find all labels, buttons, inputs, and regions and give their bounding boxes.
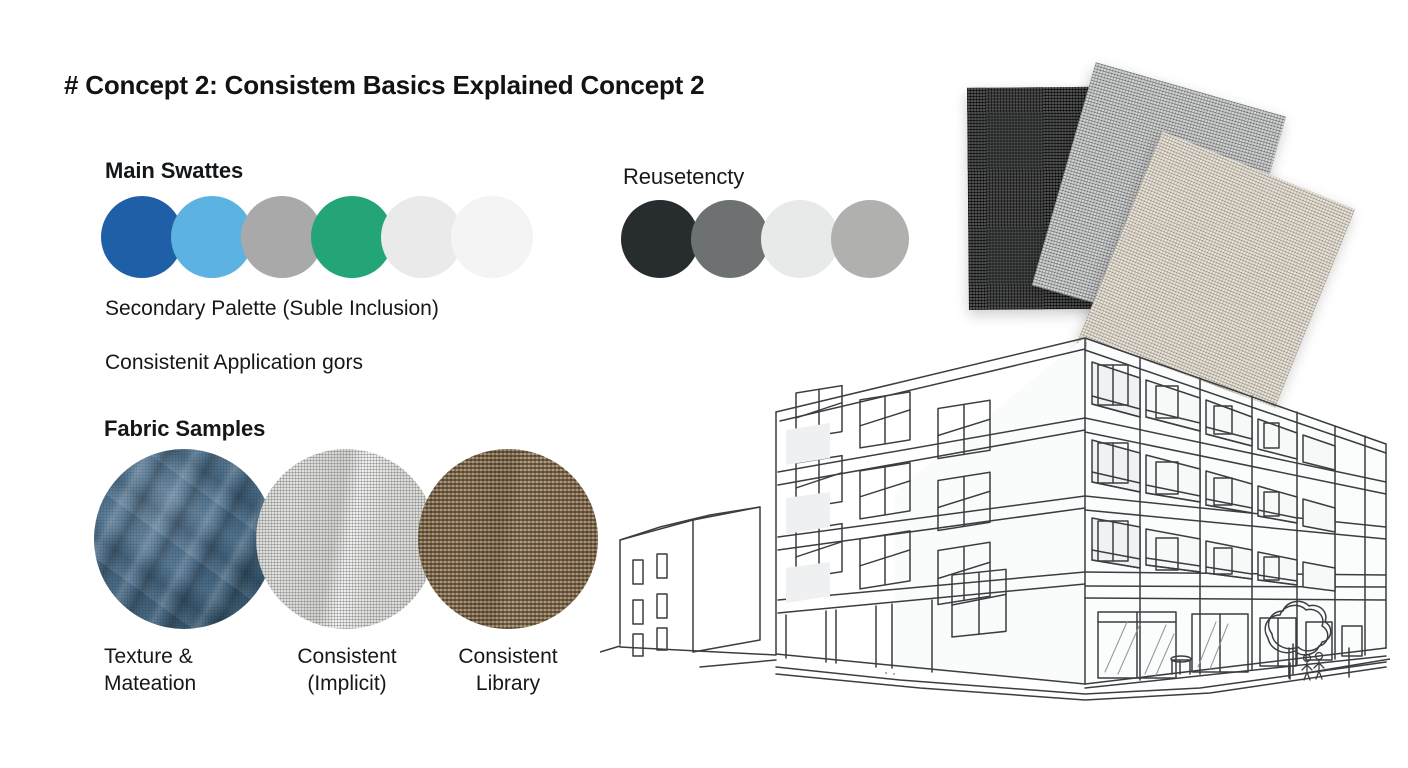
fabric-sample-burlap-woven[interactable] xyxy=(418,449,598,629)
fabric-caption-texture-mateation: Texture & Mateation xyxy=(104,643,264,697)
swatch-charcoal[interactable] xyxy=(621,200,699,278)
fabric-caption-consistent-implicit: Consistent (Implicit) xyxy=(273,643,421,697)
fabric-sample-row xyxy=(94,449,598,629)
swatch-sky-blue[interactable] xyxy=(171,196,253,278)
swatch-warm-grey[interactable] xyxy=(831,200,909,278)
fabric-caption-line1: Consistent xyxy=(297,645,397,668)
fabric-caption-line2: Mateation xyxy=(104,672,197,695)
tree-icon xyxy=(1267,600,1332,675)
secondary-palette-label: Secondary Palette (Suble Inclusion) xyxy=(105,297,439,320)
swatch-mid-grey[interactable] xyxy=(691,200,769,278)
reuse-heading: Reusetencty xyxy=(623,164,745,189)
consistent-application-label: Consistenit Application gors xyxy=(105,351,363,374)
swatch-neutral-grey[interactable] xyxy=(241,196,323,278)
fabric-caption-line1: Texture & xyxy=(104,645,193,668)
fabric-sample-blue-draped[interactable] xyxy=(94,449,274,629)
reuse-swatch-row xyxy=(621,200,909,278)
main-swatch-row xyxy=(101,196,533,278)
swatch-near-white[interactable] xyxy=(451,196,533,278)
main-swatches-heading: Main Swattes xyxy=(105,158,244,183)
fabric-caption-line1: Consistent xyxy=(458,645,558,668)
fabric-samples-heading: Fabric Samples xyxy=(104,416,266,441)
fabric-caption-line2: (Implicit) xyxy=(307,672,387,695)
architectural-sketch xyxy=(600,322,1390,712)
fabric-caption-consistent-library: Consistent Library xyxy=(433,643,583,697)
swatch-light-grey[interactable] xyxy=(761,200,839,278)
page-title: # Concept 2: Consistem Basics Explained … xyxy=(64,70,705,100)
fabric-sample-light-woven[interactable] xyxy=(256,449,436,629)
swatch-off-white[interactable] xyxy=(381,196,463,278)
swatch-accent-green[interactable] xyxy=(311,196,393,278)
fabric-caption-line2: Library xyxy=(475,672,541,695)
building-perspective-line-drawing xyxy=(600,337,1390,701)
swatch-primary-blue[interactable] xyxy=(101,196,183,278)
